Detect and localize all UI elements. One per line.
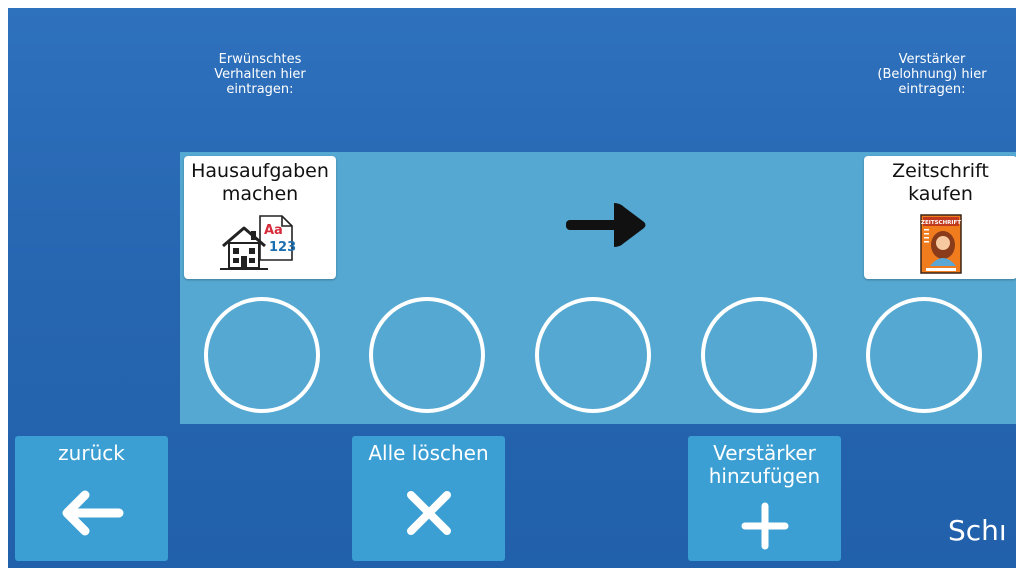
token-slot-2[interactable] (369, 297, 485, 413)
token-board-panel: Hausaufgaben machen Aa 123 (180, 152, 1016, 424)
add-reward-button[interactable]: Verstärker hinzufügen (688, 436, 841, 561)
behavior-card[interactable]: Hausaufgaben machen Aa 123 (184, 156, 336, 279)
cutoff-label[interactable]: Schı (948, 514, 1007, 547)
plus-icon (741, 502, 788, 550)
svg-text:Aa: Aa (264, 223, 283, 238)
homework-house-icon: Aa 123 (220, 215, 296, 270)
reward-card-label: Zeitschrift kaufen (892, 160, 989, 205)
clear-all-button-label: Alle löschen (368, 441, 489, 465)
magazine-title: ZEITSCHRIFT (921, 220, 961, 226)
back-button[interactable]: zurück (15, 436, 168, 561)
reward-card[interactable]: Zeitschrift kaufen ZEITSCHRIFT (864, 156, 1016, 279)
magazine-icon: ZEITSCHRIFT (920, 214, 962, 274)
token-slot-1[interactable] (204, 297, 320, 413)
token-slot-4[interactable] (701, 297, 817, 413)
token-slot-3[interactable] (535, 297, 651, 413)
clear-all-button[interactable]: Alle löschen (352, 436, 505, 561)
back-button-label: zurück (58, 441, 125, 465)
svg-text:123: 123 (269, 240, 296, 255)
arrow-left-icon (62, 490, 123, 536)
behavior-card-label: Hausaufgaben machen (191, 160, 329, 205)
reward-hint: Verstärker (Belohnung) hier eintragen: (877, 52, 987, 97)
token-slot-5[interactable] (866, 297, 982, 413)
app-frame: Erwünschtes Verhalten hier eintragen: Ve… (8, 8, 1016, 568)
add-reward-button-label: Verstärker hinzufügen (708, 441, 821, 488)
behavior-hint: Erwünschtes Verhalten hier eintragen: (214, 52, 306, 97)
arrow-right-icon (566, 203, 646, 247)
close-icon (406, 491, 451, 535)
